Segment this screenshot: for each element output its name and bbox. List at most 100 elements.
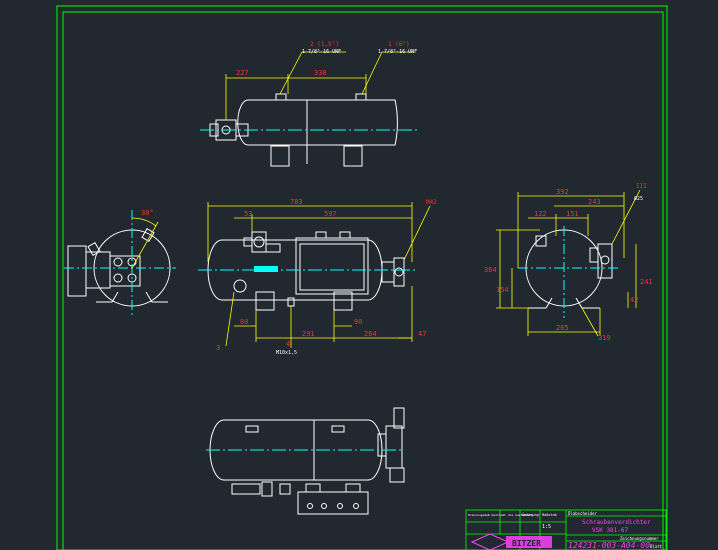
- title-block-sheet-label: Blatt: [650, 544, 663, 549]
- top-dim-between-text: 338: [314, 69, 327, 77]
- bottom-view-valve-base: [389, 467, 405, 483]
- front-view-top-port-a: [315, 231, 327, 239]
- top-view-connection-2: [275, 93, 287, 101]
- front-view-sight-window: [299, 243, 365, 291]
- bottom-view-vessel-body: [209, 419, 383, 481]
- right-dim-b-text: 122: [534, 210, 547, 218]
- front-view-sight-housing: [295, 237, 369, 295]
- right-view-valve-bore: [600, 255, 610, 265]
- right-view-foot-left: [528, 297, 553, 309]
- right-view-connection: [535, 235, 547, 247]
- right-dim-height2-text: 154: [496, 286, 509, 294]
- bottom-view-foot-plate: [297, 491, 369, 515]
- drawing-frame: [56, 5, 668, 550]
- top-view-connection-1: [355, 93, 367, 101]
- front-dim-bottom-3-text: 90: [354, 318, 362, 326]
- front-dim-overall-text: 783: [290, 198, 303, 206]
- left-view-connection-2: [87, 241, 101, 257]
- title-block-title-header: Ölabscheider: [568, 511, 597, 516]
- front-view-end-valve-bore: [394, 267, 404, 277]
- front-view-port-3: [233, 279, 247, 293]
- right-leader-bottom2: [581, 307, 599, 337]
- front-dim-bottom-5-text: 47: [418, 330, 426, 338]
- bottom-view-hole-4: [353, 503, 359, 509]
- right-dim-right-text: 241: [640, 278, 653, 286]
- left-view-connection: [141, 227, 155, 243]
- front-dim-a-text: 53: [244, 210, 252, 218]
- front-view-end-valve-flange: [393, 257, 405, 287]
- top-view-foot-left: [270, 145, 290, 167]
- front-leader-3: [225, 291, 235, 347]
- title-block-scale-value: 1:5: [542, 524, 551, 530]
- inner-frame: [62, 11, 664, 550]
- top-connection-1-label: 1 (6"): [388, 41, 410, 48]
- bottom-view-foot-a: [305, 483, 321, 493]
- bottom-view-valve-neck: [377, 433, 387, 457]
- front-view-foot-right: [333, 291, 353, 311]
- bottom-view-valve-stem: [393, 407, 405, 429]
- front-view-nameplate: [254, 266, 278, 272]
- bottom-view-port-a: [245, 425, 259, 433]
- bottom-view-lower-valve: [231, 483, 261, 495]
- front-view-valve-stem: [265, 243, 281, 253]
- right-dim-a-text: 243: [588, 198, 601, 206]
- left-view-bolt-1: [113, 257, 123, 267]
- title-block: Kreuzungsmaß bestimmt die Ausführung Änd…: [465, 509, 667, 550]
- left-view: 30°: [64, 209, 176, 318]
- title-block-scale-label: Maßstab: [542, 513, 557, 517]
- front-view-foot-left: [255, 291, 275, 311]
- right-dia-label: Ø25: [634, 195, 643, 202]
- front-dim-b-text: 597: [324, 210, 337, 218]
- title-block-company-text: Kreuzungsmaß bestimmt die Ausführung: [468, 513, 533, 517]
- top-view: 227 338 2 (1,5") 1 7/8"-16 UNF 1 (6") 1 …: [200, 41, 420, 167]
- top-view-vessel-body: [237, 99, 398, 146]
- top-connection-2-thread: 1 7/8"-16 UNF: [302, 49, 341, 55]
- front-view-top-port-b: [339, 231, 351, 239]
- right-leader-top: [611, 189, 641, 245]
- bottom-view-hole-2: [321, 503, 327, 509]
- title-block-revision-label: Änderung: [522, 512, 539, 517]
- title-block-sub-header: Zeichnungsnummer: [620, 536, 659, 541]
- bottom-view-port-b: [331, 425, 345, 433]
- front-dim-bottom-1-text: 80: [240, 318, 248, 326]
- logo-plate: [506, 536, 552, 548]
- right-dim-overall-text: 392: [556, 188, 569, 196]
- top-connection-1-thread: 1 7/8"-16 UNF: [378, 49, 417, 55]
- front-leader-m42: [403, 205, 431, 261]
- right-dim-c-text: 151: [566, 210, 579, 218]
- front-view-valve-flange: [243, 237, 253, 247]
- right-dim-bottom-text: 265: [556, 324, 569, 332]
- top-leader-1: [361, 51, 383, 95]
- right-dim-height-text: 364: [484, 266, 497, 274]
- title-block-title-line2: VSK 381-67: [592, 527, 629, 534]
- left-view-angle-text: 30°: [141, 209, 154, 217]
- top-connection-2-label: 2 (1,5"): [310, 41, 339, 48]
- outer-frame: [56, 5, 668, 550]
- front-view-vessel-body: [207, 239, 383, 301]
- left-view-foot-left: [96, 291, 119, 303]
- left-view-angle-ray: [131, 221, 159, 269]
- bottom-view-foot-b: [345, 483, 361, 493]
- bottom-view-drain: [279, 483, 291, 495]
- front-view: 783 53 597 80 291 90 264 47 3 4 M10x1,5 …: [198, 198, 437, 356]
- left-view-flange: [109, 255, 141, 287]
- right-view: 392 243 122 151 364 154 241 42 265 319 I…: [484, 183, 653, 342]
- top-view-foot-right: [343, 145, 363, 167]
- front-label-3: 3: [216, 344, 220, 352]
- bottom-view: [206, 407, 405, 515]
- right-dim-bottom2-text: 319: [598, 334, 611, 342]
- top-leader-2: [279, 51, 303, 95]
- bottom-view-lower-valve-flange: [261, 481, 273, 497]
- front-thread-4: M10x1,5: [276, 350, 297, 356]
- right-view-valve-neck: [589, 247, 599, 263]
- bottom-view-hole-3: [337, 503, 343, 509]
- bitzer-logo: BITZER: [470, 533, 552, 550]
- front-label-4: 4: [286, 340, 290, 348]
- right-label-top: III: [636, 183, 647, 190]
- front-label-m42: M42: [426, 199, 437, 206]
- left-view-bolt-3: [113, 273, 123, 283]
- front-dim-bottom-4-text: 264: [364, 330, 377, 338]
- right-dim-right2-text: 42: [630, 296, 638, 304]
- top-dim-left-text: 227: [236, 69, 249, 77]
